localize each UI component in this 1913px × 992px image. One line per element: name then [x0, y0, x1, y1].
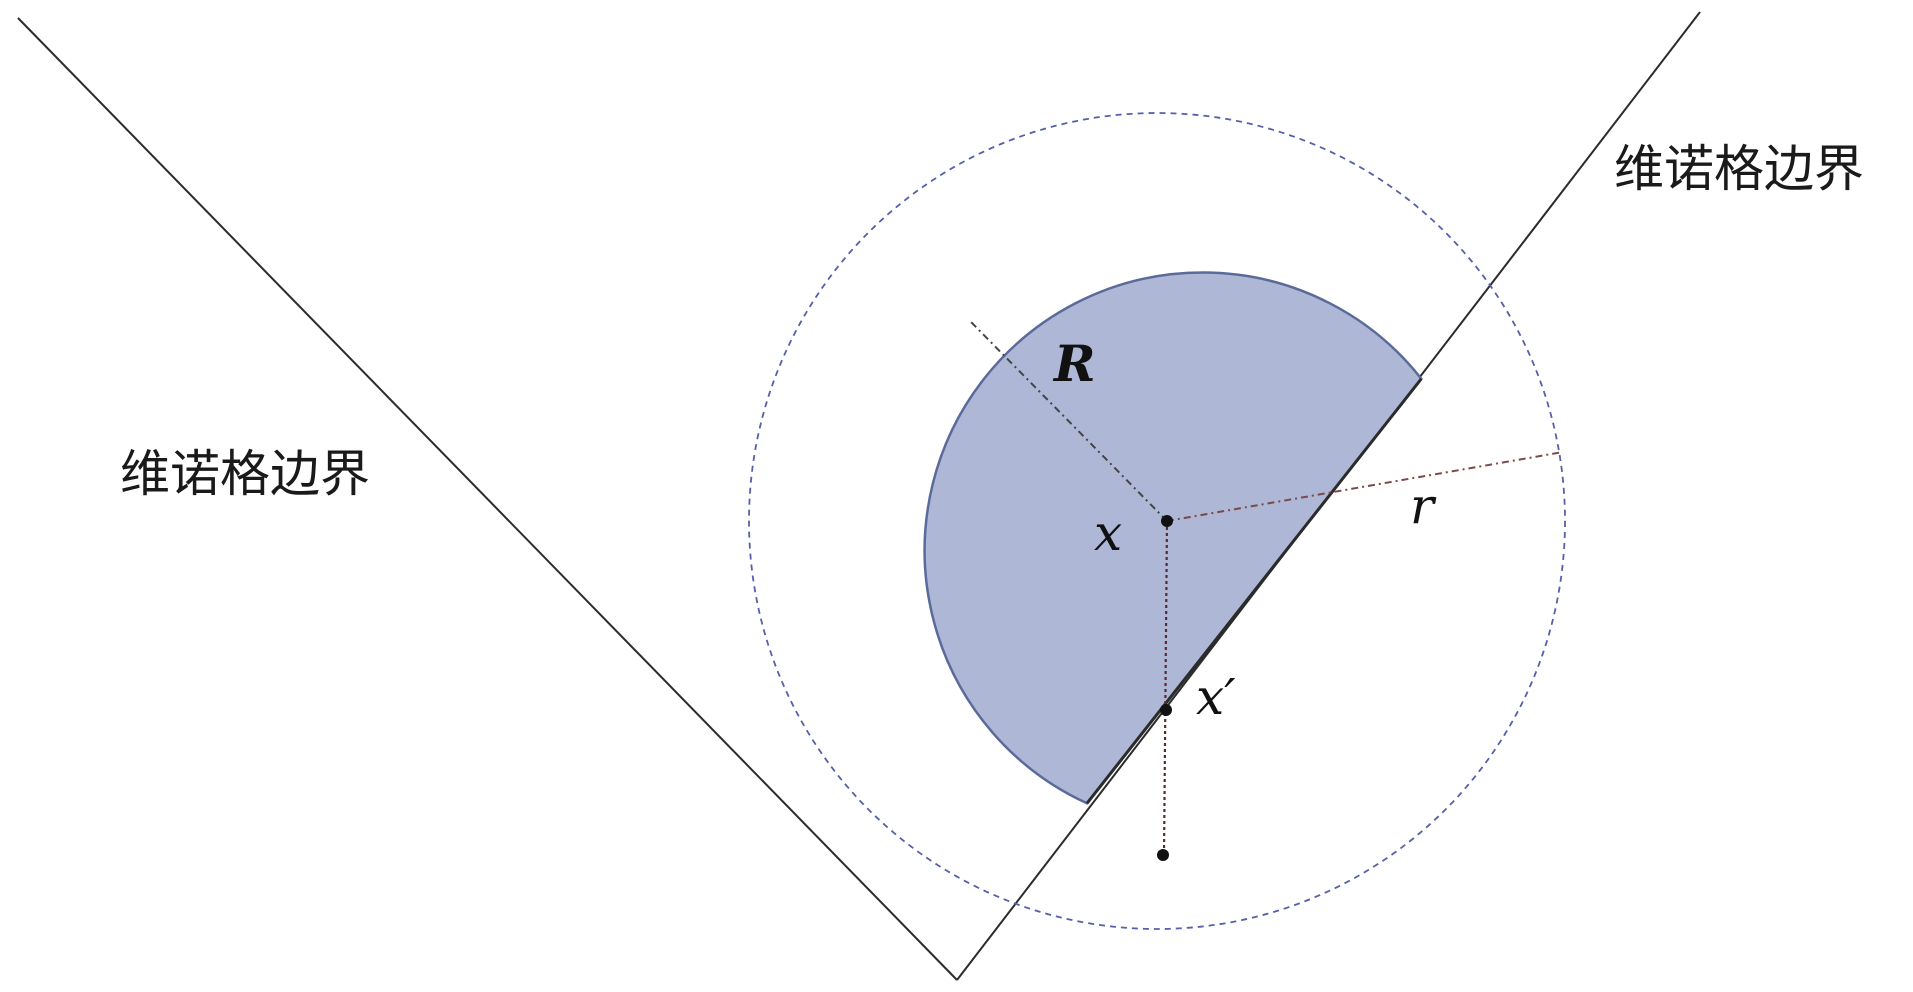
voronoi-boundary-left-line	[17, 17, 958, 981]
point-reflected	[1157, 849, 1169, 861]
boundary-label-right: 维诺格边界	[1614, 140, 1864, 198]
label-r: r	[1410, 477, 1437, 535]
radius-R-line	[969, 320, 1168, 522]
clipped-disc-region	[923, 271, 1423, 805]
label-x: x	[1094, 504, 1122, 562]
radius-r-line	[1166, 451, 1564, 522]
boundary-label-left: 维诺格边界	[120, 445, 370, 503]
point-x	[1161, 515, 1173, 527]
point-x-prime	[1160, 704, 1172, 716]
label-x-prime: x′	[1196, 668, 1236, 726]
label-R: R	[1052, 334, 1096, 393]
projection-line	[1162, 520, 1169, 856]
clipped-chord	[1085, 377, 1423, 805]
outer-circle-r	[748, 112, 1566, 930]
